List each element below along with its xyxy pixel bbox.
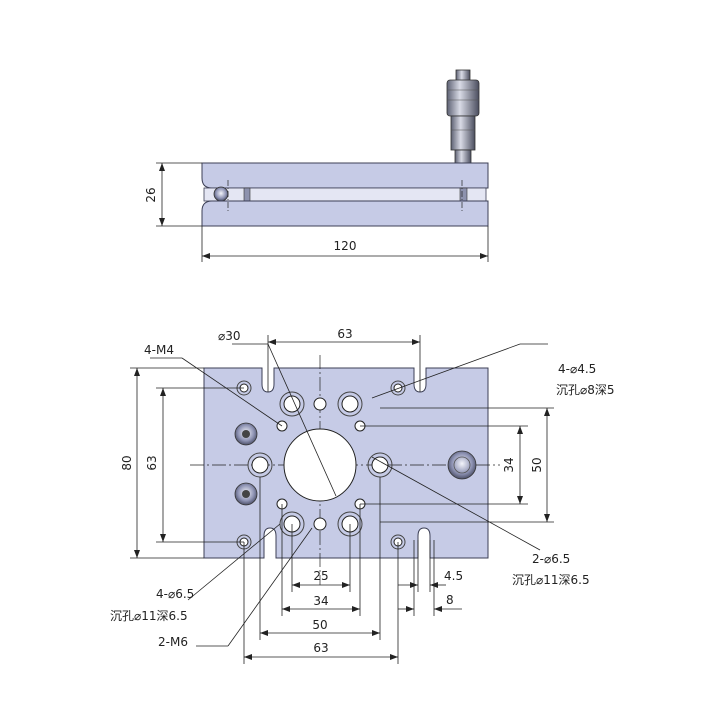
callout-phi45: 4-⌀4.5 沉孔⌀8深5 — [371, 343, 615, 399]
side-ball-left — [213, 186, 229, 202]
dim-bottom-50: 50 — [259, 477, 381, 640]
top-view: 63 ⌀30 80 63 — [110, 327, 615, 664]
side-width-label: 120 — [334, 239, 357, 253]
callout-m4: 4-M4 — [144, 343, 283, 427]
dim-slot-8: 8 — [398, 540, 462, 616]
svg-text:34: 34 — [313, 594, 328, 608]
svg-text:25: 25 — [313, 569, 328, 583]
side-pin-right — [459, 187, 468, 202]
dim-bottom-34: 34 — [281, 504, 361, 616]
dim-right-34: 34 — [360, 425, 528, 505]
callout-phi65-right: 2-⌀6.5 沉孔⌀11深6.5 — [371, 456, 590, 587]
dim-bottom-63: 63 — [243, 542, 399, 664]
svg-text:2-⌀6.5: 2-⌀6.5 — [532, 552, 570, 566]
side-pin-left — [243, 187, 251, 202]
micrometer-head — [446, 69, 480, 165]
svg-text:沉孔⌀11深6.5: 沉孔⌀11深6.5 — [110, 609, 188, 623]
side-view: 26 120 — [144, 69, 489, 262]
dim-right-50: 50 — [380, 407, 554, 523]
dim-left-80: 80 — [120, 367, 204, 559]
svg-text:4-⌀4.5: 4-⌀4.5 — [558, 362, 596, 376]
svg-text:⌀30: ⌀30 — [218, 329, 241, 343]
svg-text:2-M6: 2-M6 — [158, 635, 188, 649]
svg-text:63: 63 — [337, 327, 352, 341]
side-bottom-plate — [201, 200, 489, 227]
callout-phi65-left: 4-⌀6.5 沉孔⌀11深6.5 — [110, 523, 281, 623]
side-top-plate — [201, 162, 489, 189]
dim-bore: ⌀30 — [218, 329, 337, 497]
dim-top-63: 63 — [267, 327, 421, 392]
svg-text:50: 50 — [312, 618, 327, 632]
svg-text:63: 63 — [145, 455, 159, 470]
m6-holes — [313, 397, 327, 531]
central-bore — [283, 428, 357, 502]
svg-text:80: 80 — [120, 455, 134, 470]
callout-m6: 2-M6 — [158, 527, 313, 649]
svg-text:4-M4: 4-M4 — [144, 343, 174, 357]
dim-height-26: 26 — [144, 162, 202, 227]
side-height-label: 26 — [144, 187, 158, 202]
svg-text:4-⌀6.5: 4-⌀6.5 — [156, 587, 194, 601]
svg-text:8: 8 — [446, 593, 454, 607]
svg-text:4.5: 4.5 — [444, 569, 463, 583]
bolt-heads — [234, 422, 477, 506]
dim-bottom-25: 25 — [291, 524, 351, 592]
svg-text:34: 34 — [502, 457, 516, 472]
dim-left-63: 63 — [145, 387, 244, 543]
bolt-right — [447, 450, 477, 480]
dim-width-120: 120 — [201, 226, 489, 262]
svg-text:沉孔⌀11深6.5: 沉孔⌀11深6.5 — [512, 573, 590, 587]
svg-text:50: 50 — [530, 457, 544, 472]
svg-text:沉孔⌀8深5: 沉孔⌀8深5 — [556, 383, 615, 397]
svg-text:63: 63 — [313, 641, 328, 655]
